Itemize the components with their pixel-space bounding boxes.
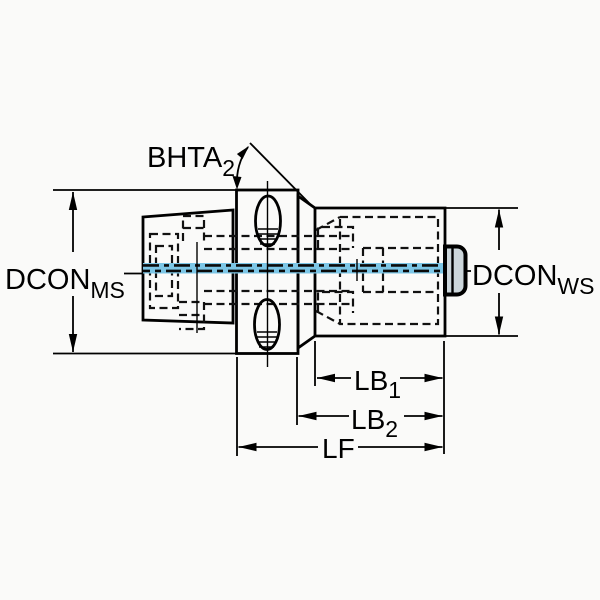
master-side-taper-body: [141, 208, 235, 325]
dimension-dcon-ms: DCONMS: [5, 189, 237, 355]
bhta2-arc-arrow-top: [236, 146, 249, 159]
bhta2-slant-reference-line: [249, 142, 312, 206]
dimension-bhta2: BHTA2: [147, 142, 312, 206]
flange-details: [196, 181, 282, 367]
label-dcon-ms: DCONMS: [5, 264, 125, 303]
hidden-internal-lines: [148, 214, 440, 331]
bhta2-arc-arrow-bottom: [232, 176, 242, 190]
label-bhta2: BHTA2: [147, 142, 235, 181]
main-bore-hidden: [315, 215, 440, 326]
taper-internal-bore-hidden: [148, 232, 180, 310]
label-lb1: LB1: [354, 365, 401, 403]
coolant-centerline: [143, 259, 465, 281]
dimension-lengths: LB1 LB2 LF: [236, 341, 445, 464]
coolant-channel-band: [143, 263, 465, 274]
slot-top-thread-hatch: [257, 228, 279, 245]
flange-slot-top: [254, 194, 282, 248]
label-dcon-ws: DCONWS: [472, 260, 594, 299]
flange-slot-bottom: [253, 298, 281, 351]
pilot-stub-body: [443, 244, 468, 297]
label-lb2: LB2: [351, 404, 398, 442]
slot-bottom-thread-hatch: [256, 331, 278, 348]
bore-step-hidden: [316, 225, 355, 313]
dimension-dcon-ws: DCONWS: [445, 207, 594, 337]
label-lf: LF: [322, 433, 355, 464]
pilot-stub: [443, 244, 468, 297]
